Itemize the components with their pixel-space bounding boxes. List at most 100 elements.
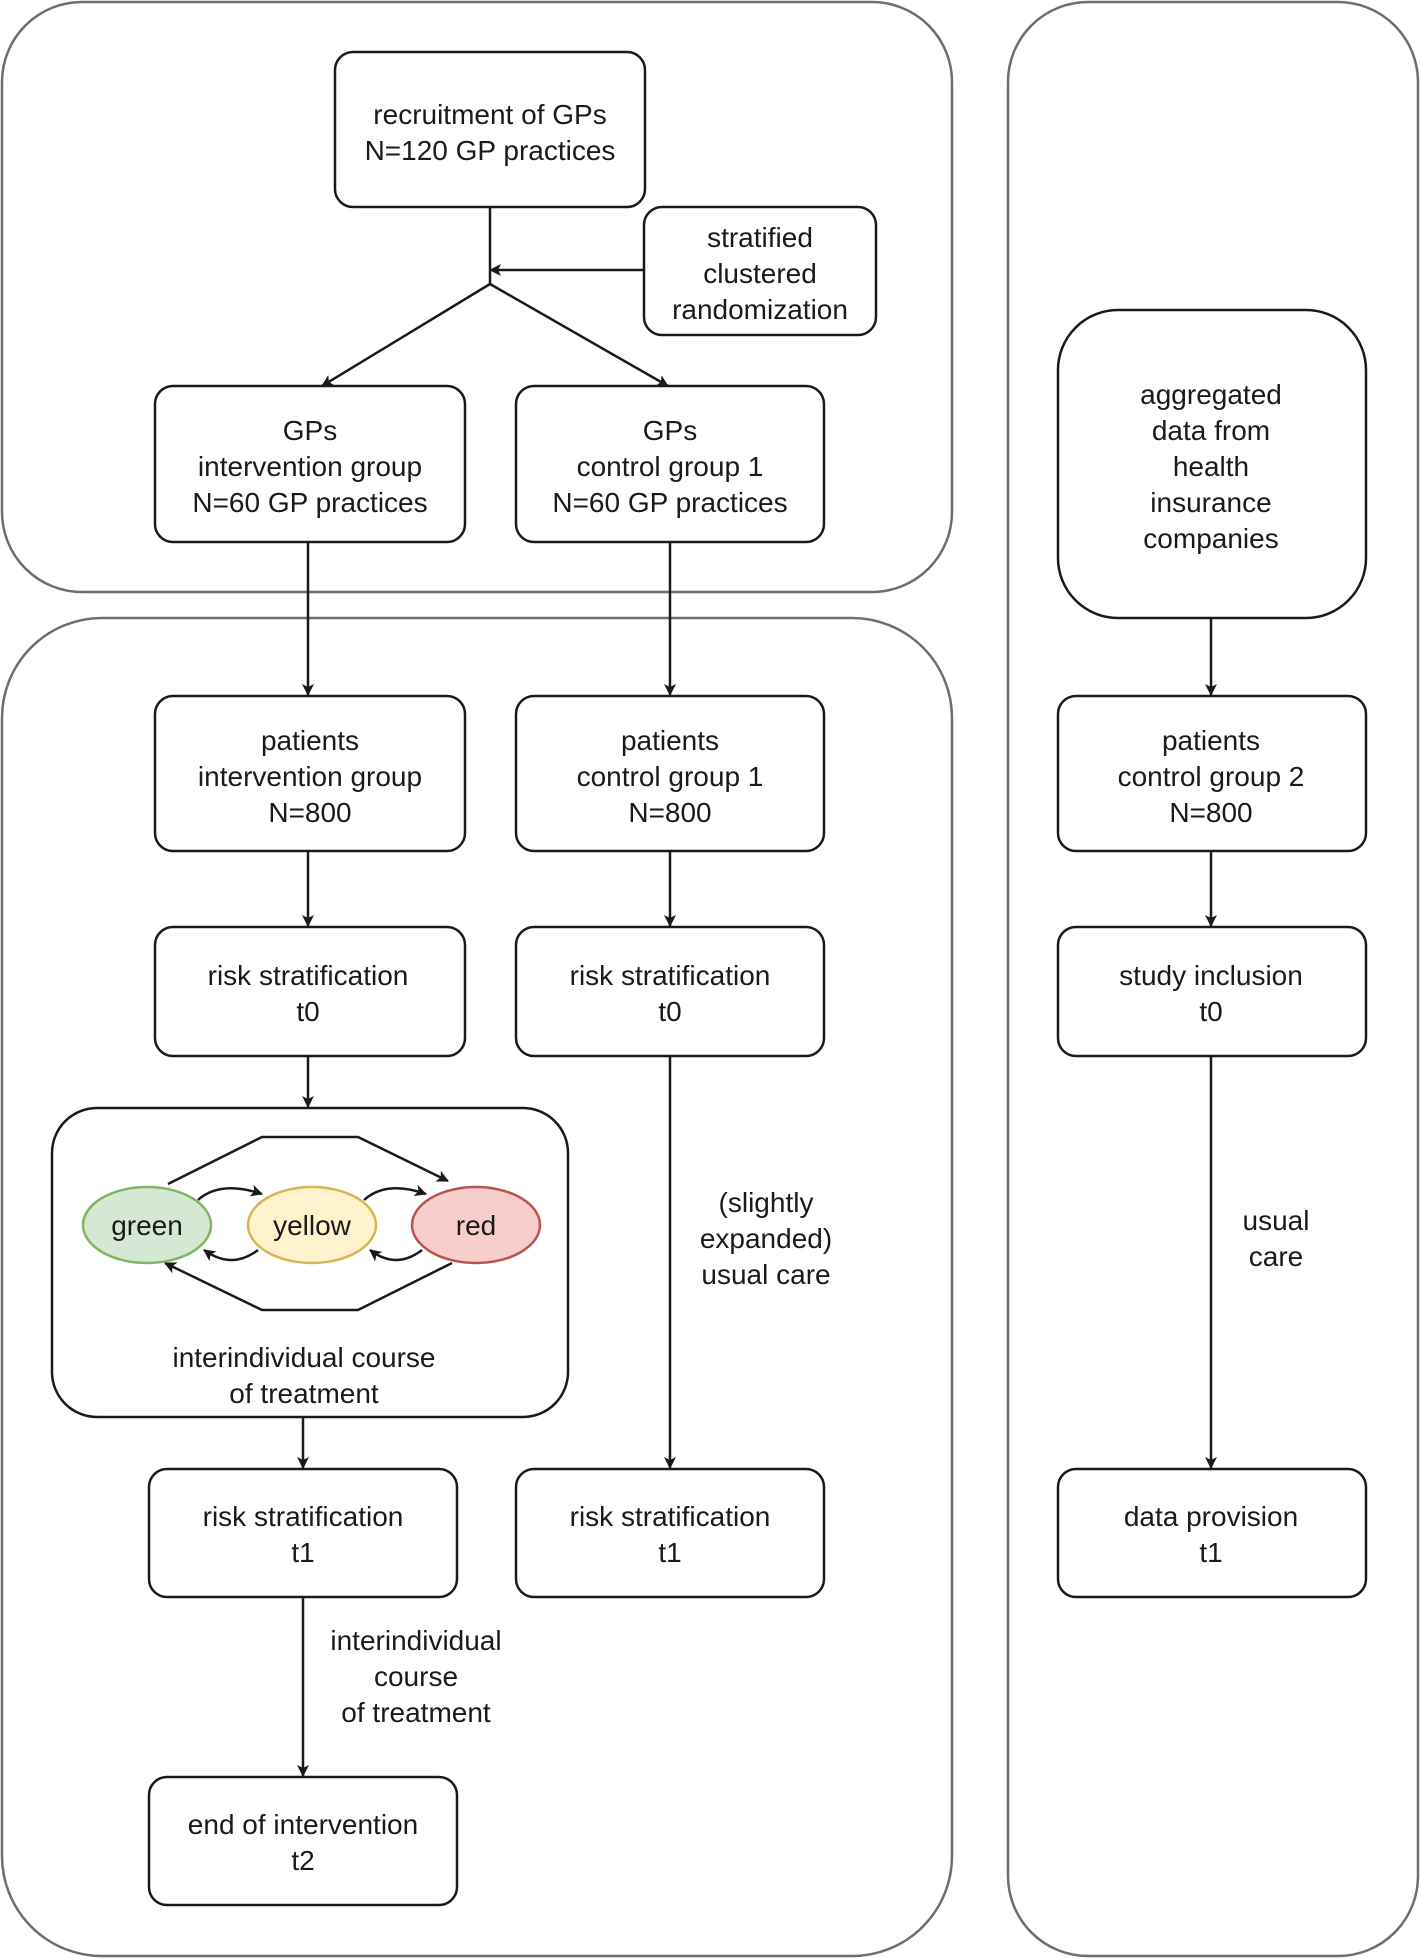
data-provision-line: t1 [1199,1537,1222,1568]
control2-usual-care-label: usual care [1243,1205,1310,1272]
risk-t0-control1-line: risk stratification [570,960,771,991]
svg-text:stratified: stratified [707,222,813,253]
svg-text:green: green [111,1210,183,1241]
svg-text:companies: companies [1143,523,1278,554]
svg-text:t1: t1 [1199,1537,1222,1568]
edge-split-to-gp-control1 [489,282,669,388]
patients-intervention-box: patients intervention group N=800 [153,694,467,853]
edge-red-to-yellow [369,1249,423,1262]
patients-control1-line: patients [621,725,719,756]
svg-text:N=800: N=800 [268,797,351,828]
svg-text:intervention group: intervention group [198,451,422,482]
svg-text:study inclusion: study inclusion [1119,960,1303,991]
recruitment-count-line: N=120 GP practices [365,135,616,166]
edge-red-to-green-outer [164,1261,453,1312]
patients-control2-box: patients control group 2 N=800 [1056,694,1368,853]
patients-control2-line: control group 2 [1118,761,1305,792]
red-state-label: red [456,1210,496,1241]
svg-text:data provision: data provision [1124,1501,1298,1532]
svg-text:of treatment: of treatment [229,1378,379,1409]
svg-text:care: care [1249,1241,1303,1272]
patients-control1-line: control group 1 [577,761,764,792]
aggregated-line: companies [1143,523,1278,554]
svg-text:aggregated: aggregated [1140,379,1282,410]
svg-text:N=60 GP practices: N=60 GP practices [192,487,427,518]
study-inclusion-line: t0 [1199,996,1222,1027]
svg-text:recruitment of GPs: recruitment of GPs [373,99,606,130]
risk-t1-intervention-line: t1 [291,1537,314,1568]
end-of-intervention-box: end of intervention t2 [147,1775,459,1907]
edge-yellow-to-red [363,1184,427,1201]
svg-text:patients: patients [261,725,359,756]
data-provision-line: data provision [1124,1501,1298,1532]
svg-text:t0: t0 [658,996,681,1027]
aggregated-line: aggregated [1140,379,1282,410]
svg-text:N=120 GP practices: N=120 GP practices [365,135,616,166]
svg-text:usual care: usual care [701,1259,830,1290]
end-intervention-line: end of intervention [188,1809,418,1840]
course-of-treatment-box: green yellow red interindividual course … [50,1106,570,1419]
svg-text:data from: data from [1152,415,1270,446]
svg-text:risk stratification: risk stratification [203,1501,404,1532]
risk-t1-control1-line: t1 [658,1537,681,1568]
svg-text:risk stratification: risk stratification [570,1501,771,1532]
risk-t1-intervention-line: risk stratification [203,1501,404,1532]
green-state-label: green [111,1210,183,1241]
gp-intervention-box: GPs intervention group N=60 GP practices [153,384,467,544]
control1-care-line: expanded) [700,1223,832,1254]
patients-intervention-line: patients [261,725,359,756]
risk-stratification-t0-intervention-box: risk stratification t0 [153,925,467,1058]
recruitment-box: recruitment of GPs N=120 GP practices [333,50,647,209]
svg-text:intervention group: intervention group [198,761,422,792]
svg-text:t1: t1 [658,1537,681,1568]
svg-text:end of intervention: end of intervention [188,1809,418,1840]
patients-control2-line: patients [1162,725,1260,756]
control2-care-line: care [1249,1241,1303,1272]
svg-text:course: course [374,1661,458,1692]
aggregated-line: insurance [1150,487,1271,518]
svg-text:t1: t1 [291,1537,314,1568]
svg-text:N=60 GP practices: N=60 GP practices [552,487,787,518]
randomization-box: stratified clustered randomization [642,205,878,337]
svg-text:interindividual course: interindividual course [172,1342,435,1373]
svg-text:health: health [1173,451,1249,482]
svg-text:patients: patients [621,725,719,756]
svg-text:control group 2: control group 2 [1118,761,1305,792]
svg-text:t0: t0 [296,996,319,1027]
risk-t0-intervention-line: t0 [296,996,319,1027]
study-inclusion-line: study inclusion [1119,960,1303,991]
svg-text:t0: t0 [1199,996,1222,1027]
yellow-state-ellipse [246,1185,378,1265]
edge-green-to-red-outer [167,1135,449,1186]
study-inclusion-box: study inclusion t0 [1056,925,1368,1058]
svg-text:risk stratification: risk stratification [208,960,409,991]
recruitment-label-line: recruitment of GPs [373,99,606,130]
randomization-line: stratified [707,222,813,253]
svg-text:N=800: N=800 [628,797,711,828]
edge-green-to-yellow [197,1184,263,1201]
svg-text:interindividual: interindividual [330,1625,501,1656]
svg-text:(slightly: (slightly [719,1187,814,1218]
svg-text:usual: usual [1243,1205,1310,1236]
svg-text:expanded): expanded) [700,1223,832,1254]
control1-care-line: (slightly [719,1187,814,1218]
gp-control1-box: GPs control group 1 N=60 GP practices [514,384,826,544]
randomization-line: randomization [672,294,848,325]
svg-text:control group 1: control group 1 [577,451,764,482]
risk-stratification-t1-intervention-box: risk stratification t1 [147,1467,459,1599]
svg-text:red: red [456,1210,496,1241]
gp-intervention-line: GPs [283,415,337,446]
intervention-course-line: interindividual [330,1625,501,1656]
end-intervention-line: t2 [291,1845,314,1876]
svg-text:N=800: N=800 [1169,797,1252,828]
edges [297,207,1217,1777]
patients-control1-box: patients control group 1 N=800 [514,694,826,853]
svg-text:of treatment: of treatment [341,1697,491,1728]
svg-text:risk stratification: risk stratification [570,960,771,991]
control1-care-line: usual care [701,1259,830,1290]
svg-text:patients: patients [1162,725,1260,756]
course-box-line: of treatment [229,1378,379,1409]
control2-care-line: usual [1243,1205,1310,1236]
svg-text:t2: t2 [291,1845,314,1876]
risk-t0-control1-line: t0 [658,996,681,1027]
